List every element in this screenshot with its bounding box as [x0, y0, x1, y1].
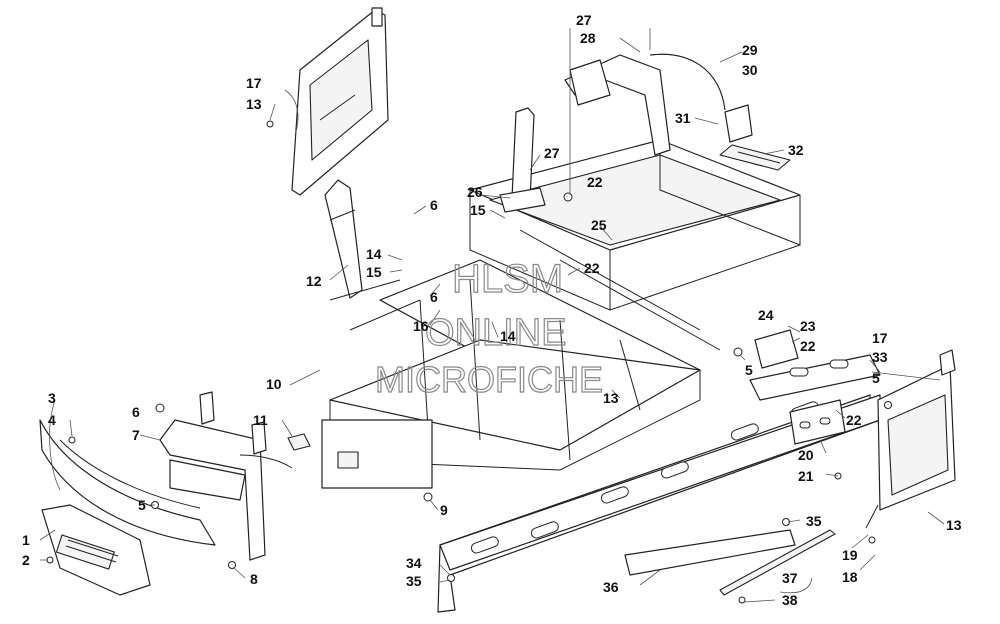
callout-22: 22	[587, 174, 603, 190]
rear-floor-plate	[749, 354, 881, 401]
callout-6: 6	[430, 197, 438, 213]
callout-2: 2	[22, 552, 30, 568]
callout-14: 14	[366, 246, 382, 262]
rear-cab-panel	[291, 7, 389, 196]
callout-15: 15	[366, 264, 382, 280]
callout-7: 7	[132, 427, 140, 443]
callout-16: 16	[413, 318, 429, 334]
callout-21: 21	[798, 468, 814, 484]
callout-36: 36	[603, 579, 619, 595]
callout-27: 27	[544, 145, 560, 161]
callout-22: 22	[800, 338, 816, 354]
callout-28: 28	[580, 30, 596, 46]
callout-22: 22	[584, 260, 600, 276]
rubber-strip	[719, 529, 836, 596]
callout-17: 17	[872, 330, 888, 346]
callout-29: 29	[742, 42, 758, 58]
callout-8: 8	[250, 571, 258, 587]
callout-10: 10	[266, 376, 282, 392]
callout-38: 38	[782, 592, 798, 608]
callout-4: 4	[48, 412, 56, 428]
callout-22: 22	[846, 412, 862, 428]
callout-18: 18	[842, 569, 858, 585]
callout-20: 20	[798, 447, 814, 463]
callout-24: 24	[758, 307, 774, 323]
main-frame	[321, 139, 801, 489]
front-fascia	[41, 504, 151, 596]
side-bracket	[754, 329, 799, 369]
callout-13: 13	[246, 96, 262, 112]
callout-37: 37	[782, 570, 798, 586]
callout-11: 11	[253, 412, 268, 428]
lower-plate	[624, 529, 796, 576]
callout-25: 25	[591, 217, 607, 233]
cross-support	[499, 107, 546, 213]
cargo-plate	[719, 144, 791, 171]
callout-13: 13	[603, 390, 619, 406]
callout-13: 13	[946, 517, 962, 533]
callout-14: 14	[500, 328, 516, 344]
callout-35: 35	[806, 513, 822, 529]
callout-34: 34	[406, 555, 422, 571]
callout-23: 23	[800, 318, 816, 334]
callout-9: 9	[440, 502, 448, 518]
callouts: 1 2 3 4 5 5 5 6 6 6 7 8 9 10 11 12 13 13…	[22, 12, 962, 608]
callout-17: 17	[246, 75, 262, 91]
watermark-line3: MICROFICHE	[375, 359, 603, 400]
callout-3: 3	[48, 390, 56, 406]
callout-5: 5	[745, 362, 753, 378]
callout-33: 33	[872, 349, 888, 365]
watermark-line1: HLSM	[452, 257, 563, 301]
callout-1: 1	[22, 532, 30, 548]
callout-35: 35	[406, 573, 422, 589]
callout-30: 30	[742, 62, 758, 78]
watermark-line2: ONLINE	[425, 312, 566, 354]
small-plate	[287, 433, 311, 451]
callout-19: 19	[842, 547, 858, 563]
callout-27: 27	[576, 12, 592, 28]
fasteners	[46, 120, 892, 604]
right-side-panel	[865, 349, 956, 529]
callout-5: 5	[872, 370, 880, 386]
callout-6: 6	[430, 289, 438, 305]
callout-32: 32	[788, 142, 804, 158]
grab-handle	[649, 53, 726, 111]
handle-bracket	[724, 104, 753, 143]
rear-bracket	[564, 54, 671, 156]
callout-26: 26	[467, 184, 483, 200]
callout-15: 15	[470, 202, 486, 218]
callout-12: 12	[306, 273, 322, 289]
watermark: HLSM ONLINE MICROFICHE	[374, 256, 603, 400]
side-post	[324, 179, 363, 299]
mount-plate	[789, 399, 846, 445]
callout-31: 31	[675, 110, 691, 126]
callout-6: 6	[132, 404, 140, 420]
leader-lines	[39, 28, 945, 603]
front-bumper-bracket	[159, 391, 293, 561]
front-bumper	[39, 419, 216, 546]
callout-5: 5	[138, 497, 146, 513]
